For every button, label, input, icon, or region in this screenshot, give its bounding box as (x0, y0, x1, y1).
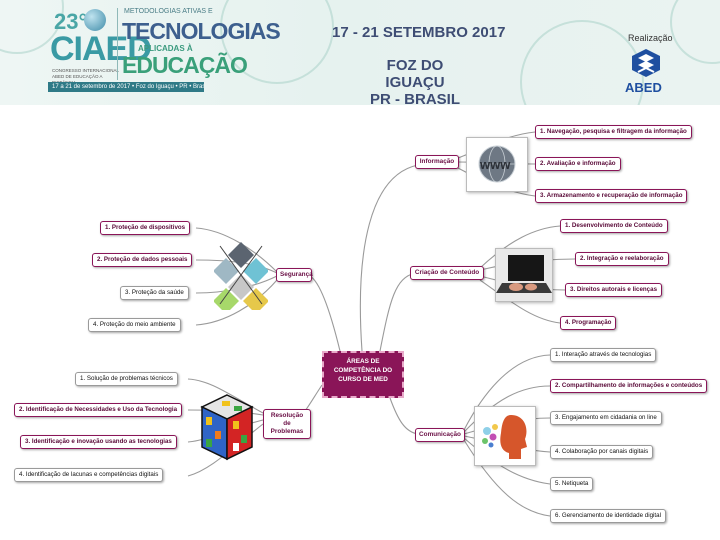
informacao-item-3[interactable]: 3. Armazenamento e recuperação de inform… (535, 189, 688, 203)
theme-main: TECNOLOGIAS (122, 18, 281, 44)
comunicacao-item-4[interactable]: 4. Colaboração por canais digitais (550, 445, 654, 459)
seguranca-item-3[interactable]: 3. Proteção da saúde (120, 286, 189, 300)
branch-resolucao-line-2: Problemas (270, 428, 304, 435)
event-info-bar: 17 a 21 de setembro de 2017 • Foz do Igu… (48, 82, 204, 92)
criacao-item-1[interactable]: 1. Desenvolvimento de Conteúdo (560, 219, 668, 233)
www-globe-image: www (466, 137, 528, 192)
comunicacao-item-6[interactable]: 6. Gerenciamento de identidade digital (550, 509, 666, 523)
abed-logo-text: ABED (625, 80, 662, 95)
city-line-1: FOZ DO IGUAÇU (385, 57, 445, 91)
central-topic[interactable]: ÁREAS DE COMPETÊNCIA DO CURSO DE MED (322, 351, 404, 398)
branch-comunicacao[interactable]: Comunicação (415, 428, 465, 442)
security-shapes-image (214, 240, 268, 310)
event-city: FOZ DO IGUAÇU PR - BRASIL (360, 57, 470, 105)
criacao-item-4[interactable]: 4. Programação (560, 316, 617, 330)
globe-icon (84, 9, 106, 31)
central-topic-line-3: CURSO DE MED (338, 376, 388, 383)
event-banner: 23° CIAED CONGRESSO INTERNACIONAL ABED D… (0, 0, 720, 105)
seguranca-item-4[interactable]: 4. Proteção do meio ambiente (88, 318, 181, 332)
criacao-item-3[interactable]: 3. Direitos autorais e licenças (565, 283, 663, 297)
comunicacao-item-2[interactable]: 2. Compartilhamento de informações e con… (550, 379, 708, 393)
branch-resolucao-line-1: Resolução de (270, 412, 304, 427)
resolucao-item-3[interactable]: 3. Identificação e inovação usando as te… (20, 435, 177, 449)
seguranca-item-2[interactable]: 2. Proteção de dados pessoais (92, 253, 193, 267)
ciaed-edition: 23° (54, 9, 88, 34)
central-topic-line-2: COMPETÊNCIA DO (333, 367, 393, 374)
branch-resolucao-problemas[interactable]: Resolução de Problemas (263, 409, 311, 439)
ciaed-logo-text: CIAED (50, 30, 152, 68)
event-dates: 17 - 21 SETEMBRO 2017 (332, 24, 506, 41)
branch-criacao-conteudo[interactable]: Criação de Conteúdo (410, 266, 484, 280)
theme-middle: APLICADAS À (138, 44, 193, 53)
comunicacao-item-1[interactable]: 1. Interação através de tecnologias (550, 348, 657, 362)
branch-informacao[interactable]: Informação (415, 155, 459, 169)
criacao-item-2[interactable]: 2. Integração e reelaboração (575, 252, 669, 266)
communication-head-image (474, 406, 536, 466)
theme-top: METODOLOGIAS ATIVAS E (124, 8, 213, 15)
resolucao-item-4[interactable]: 4. Identificação de lacunas e competênci… (14, 468, 164, 482)
theme-bottom: EDUCAÇÃO (122, 52, 248, 78)
central-topic-line-1: ÁREAS DE (346, 358, 380, 365)
abed-logo-icon (632, 49, 660, 77)
rubiks-cube-image (198, 391, 256, 463)
seguranca-item-1[interactable]: 1. Proteção de dispositivos (100, 221, 191, 235)
city-line-2: PR - BRASIL (370, 91, 460, 105)
branch-seguranca[interactable]: Segurança (276, 268, 313, 282)
resolucao-item-2[interactable]: 2. Identificação de Necessidades e Uso d… (14, 403, 183, 417)
realization-label: Realização (628, 33, 673, 43)
svg-text:www: www (479, 157, 511, 172)
informacao-item-2[interactable]: 2. Avaliação e informação (535, 157, 621, 171)
laptop-image (495, 248, 553, 302)
informacao-item-1[interactable]: 1. Navegação, pesquisa e filtragem da in… (535, 125, 692, 139)
resolucao-item-1[interactable]: 1. Solução de problemas técnicos (75, 372, 178, 386)
comunicacao-item-5[interactable]: 5. Netiqueta (550, 477, 594, 491)
banner-divider (117, 8, 118, 80)
comunicacao-item-3[interactable]: 3. Engajamento em cidadania on line (550, 411, 662, 425)
